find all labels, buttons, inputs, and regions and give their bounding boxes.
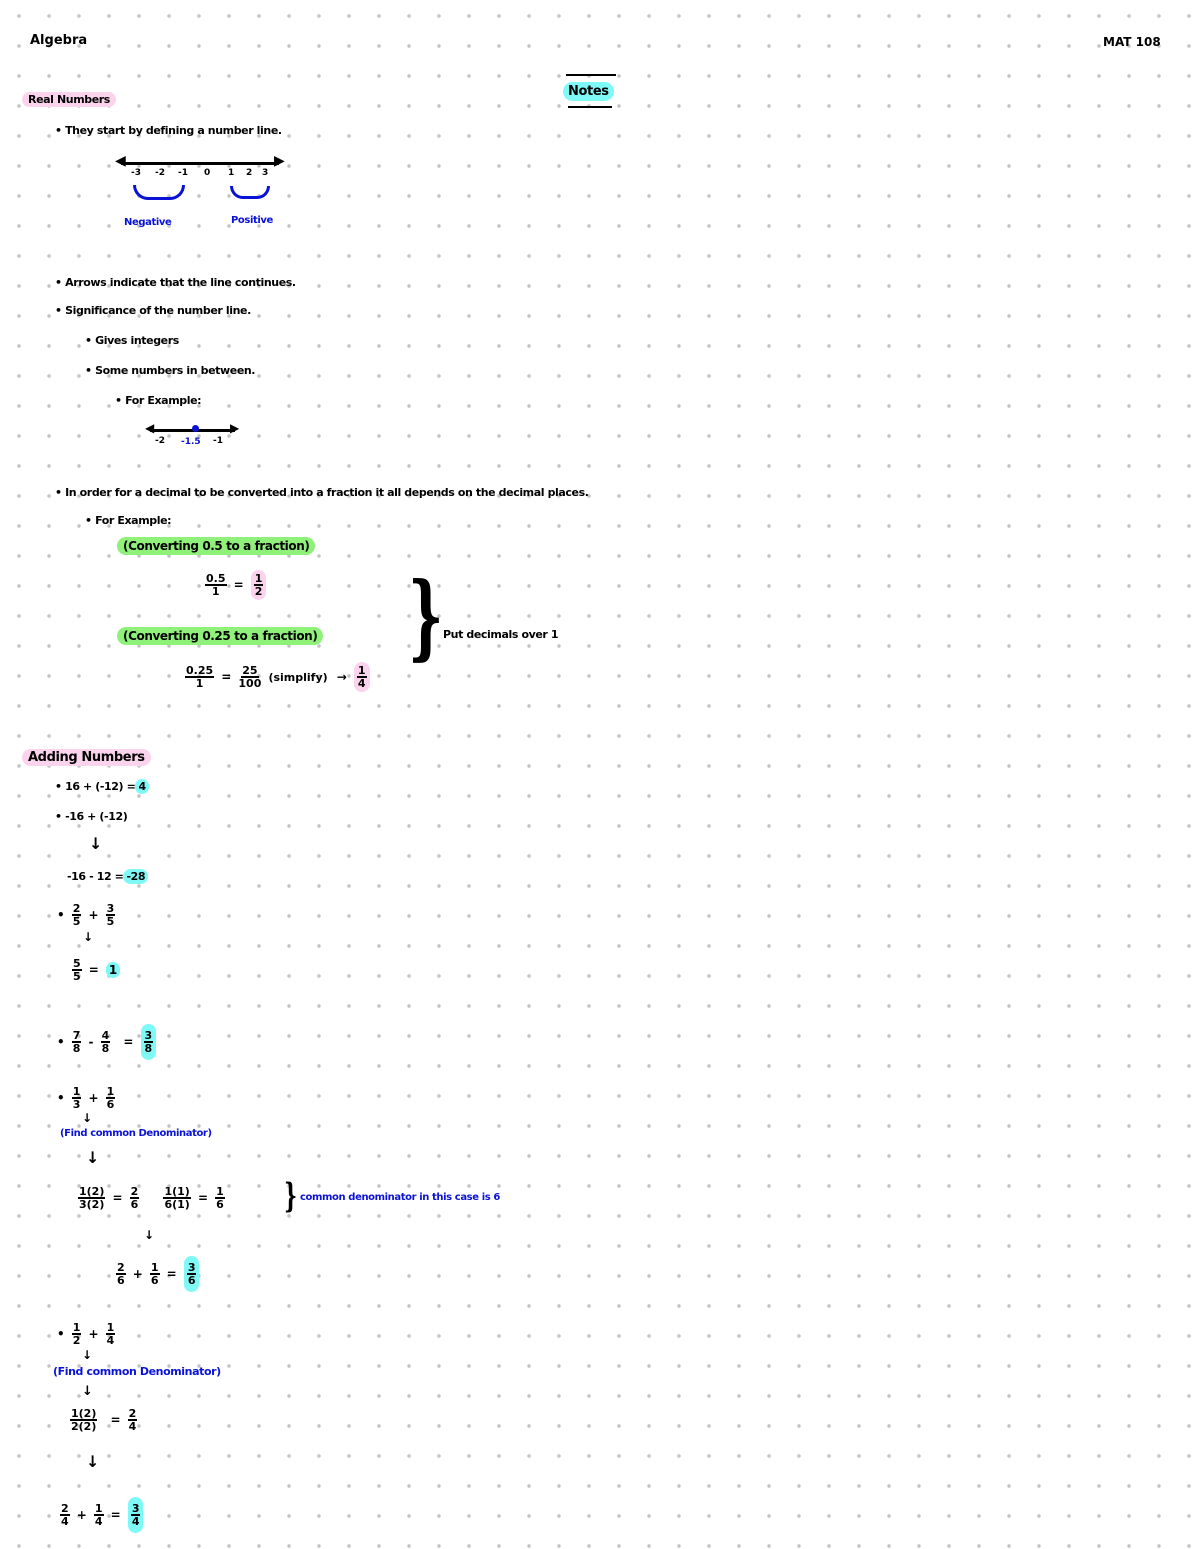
right-arrow-icon: ▶ <box>230 421 240 435</box>
down-arrow-icon: ↓ <box>83 930 94 944</box>
tick-label-highlight: -1.5 <box>181 437 201 447</box>
course-code: MAT 108 <box>1103 35 1161 49</box>
bullet-significance: • Significance of the number line. <box>55 304 251 317</box>
page-label-notes: Notes <box>563 82 614 101</box>
tick-label: -2 <box>155 436 165 446</box>
tick-label: -1 <box>213 436 223 446</box>
down-arrow-icon: ↓ <box>144 1228 155 1242</box>
section-title-real-numbers: Real Numbers <box>22 92 116 107</box>
section-title-adding-numbers: Adding Numbers <box>22 749 151 766</box>
number-line: ◀ ▶ -3 -2 -1 0 1 2 3 <box>115 153 285 190</box>
brace-note-decimals: Put decimals over 1 <box>443 628 559 641</box>
left-arrow-icon: ◀ <box>145 421 155 435</box>
tick-label: -3 <box>131 168 141 178</box>
positive-label: Positive <box>231 215 273 226</box>
point-marker <box>192 425 199 432</box>
tick-label: 2 <box>246 168 253 178</box>
down-arrow-icon: ↓ <box>82 1111 93 1125</box>
example-1: • 16 + (-12) =4 <box>55 779 149 794</box>
negative-label: Negative <box>124 217 172 228</box>
positive-brace <box>230 186 270 199</box>
tick-label: -2 <box>155 168 165 178</box>
bullet-intro: • They start by defining a number line. <box>55 124 282 137</box>
tick-label: 0 <box>204 168 211 178</box>
sub-bullet-integers: • Gives integers <box>85 334 179 347</box>
notes-bottom-underline <box>568 106 612 108</box>
brace-note-common-denominator: common denominator in this case is 6 <box>300 1192 500 1203</box>
example-label: • For Example: <box>115 394 202 407</box>
right-arrow-icon: ▶ <box>274 153 285 169</box>
conversion-label-0-25: (Converting 0.25 to a fraction) <box>117 627 324 645</box>
curly-brace-icon: } <box>408 562 444 670</box>
hint-common-denominator: (Find common Denominator) <box>60 1128 212 1139</box>
subject-title: Algebra <box>30 33 88 48</box>
down-arrow-icon: ↓ <box>82 1348 93 1362</box>
tick-label: 3 <box>262 168 269 178</box>
decimal-example-label: • For Example: <box>85 514 172 527</box>
sub-bullet-in-between: • Some numbers in between. <box>85 364 256 377</box>
notes-top-underline <box>566 74 616 76</box>
tick-label: 1 <box>228 168 235 178</box>
bullet-arrows: • Arrows indicate that the line continue… <box>55 276 296 289</box>
small-number-line: ◀ ▶ -2 -1.5 -1 <box>145 421 240 453</box>
down-arrow-icon: ↓ <box>86 1452 100 1471</box>
down-arrow-icon: ↓ <box>89 834 103 853</box>
hint-common-denominator-2: (Find common Denominator) <box>53 1365 221 1378</box>
example-2: • -16 + (-12) <box>55 810 128 823</box>
left-arrow-icon: ◀ <box>115 153 126 169</box>
small-curly-brace-icon: } <box>284 1176 298 1216</box>
tick-label: -1 <box>178 168 188 178</box>
conversion-label-0-5: (Converting 0.5 to a fraction) <box>117 537 316 555</box>
negative-brace <box>133 185 185 200</box>
example-2-step: -16 - 12 =-28 <box>67 869 149 884</box>
down-arrow-icon: ↓ <box>86 1148 100 1167</box>
bullet-decimal-note: • In order for a decimal to be converted… <box>55 486 589 499</box>
down-arrow-icon: ↓ <box>82 1384 93 1399</box>
